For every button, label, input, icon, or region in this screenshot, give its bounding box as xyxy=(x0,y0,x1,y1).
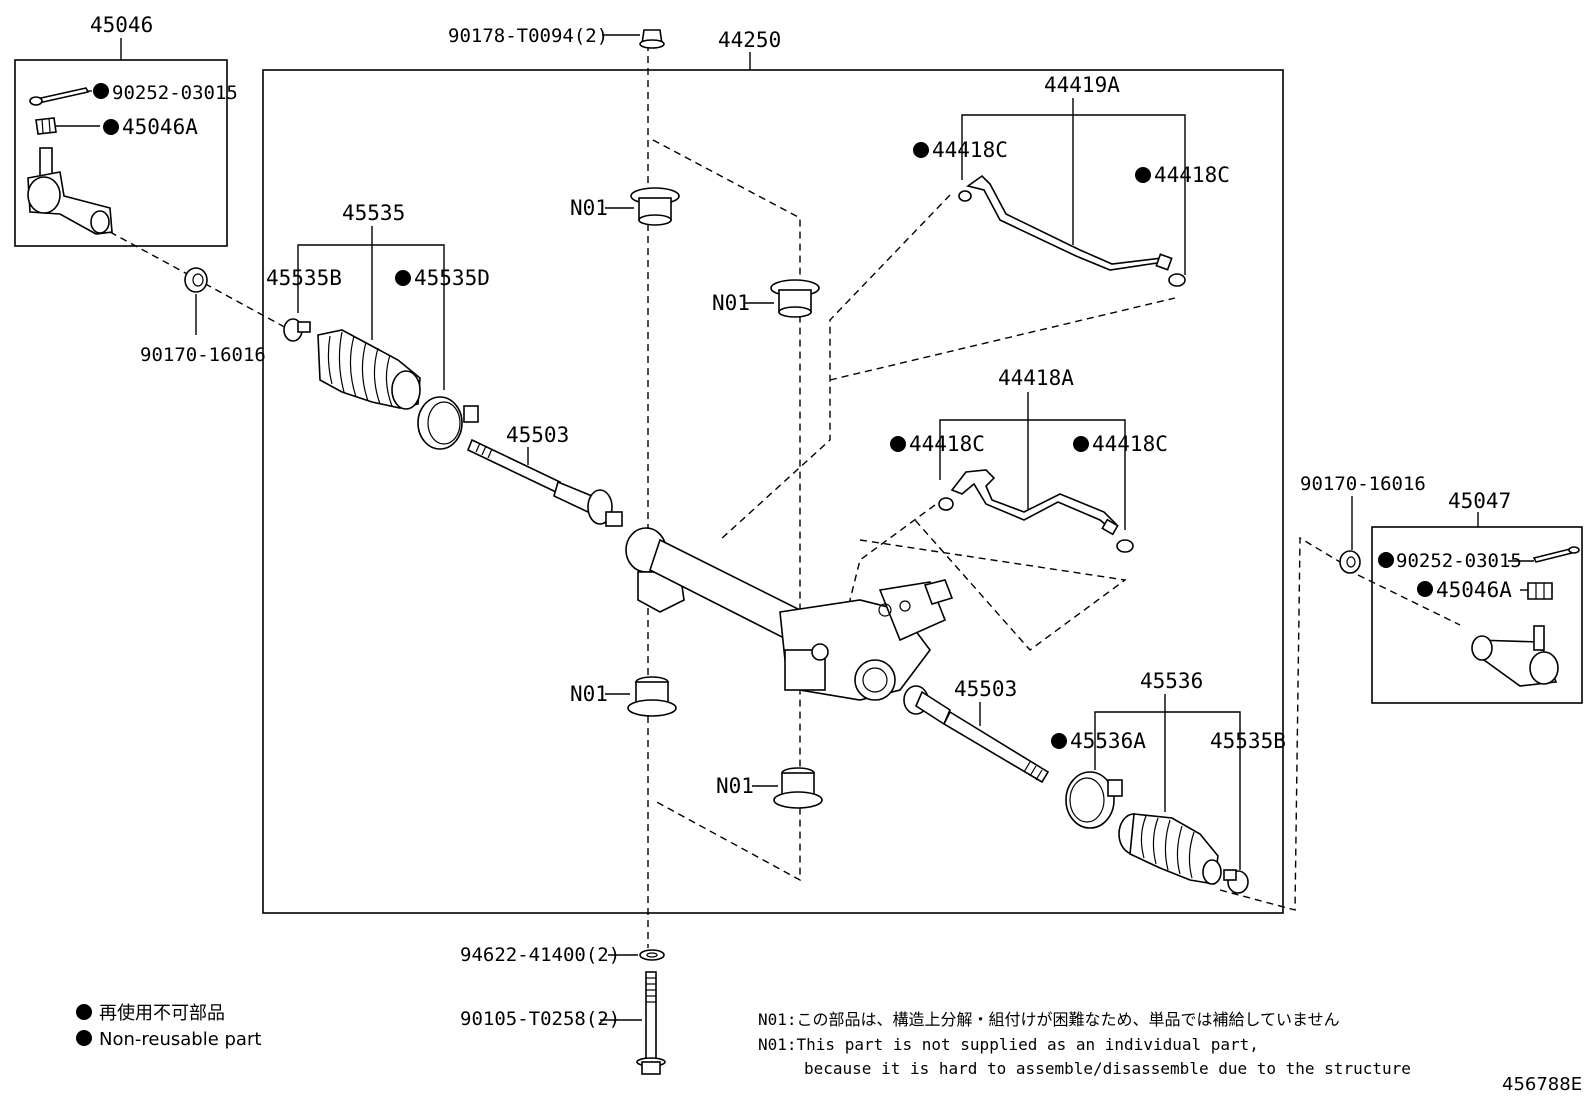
note-line-2: N01:This part is not supplied as an indi… xyxy=(758,1035,1259,1054)
castle-nut-icon xyxy=(35,117,57,135)
gear-assembly-frame xyxy=(262,69,1284,914)
boot-left-icon xyxy=(317,329,421,410)
label-lock-nut-r: 90170-16016 xyxy=(1300,473,1426,495)
label-cotter-pin-r: 90252-03015 xyxy=(1396,550,1522,572)
label-tube-b: 44418A xyxy=(998,366,1074,390)
bushing-icon-3 xyxy=(627,676,677,717)
castle-nut-right-icon xyxy=(1527,582,1553,600)
label-boot-l: 45535 xyxy=(342,201,405,225)
label-tie-rod-end-r: 45047 xyxy=(1448,489,1511,513)
hydraulic-tube-b-icon xyxy=(938,469,1134,553)
cotter-pin-icon xyxy=(29,87,90,106)
label-oring-4: 44418C xyxy=(1092,432,1168,456)
bushing-icon-4 xyxy=(773,767,823,809)
lock-nut-left-icon xyxy=(184,267,208,293)
label-bushing-4: N01 xyxy=(716,774,754,798)
label-nut-l: 45046A xyxy=(122,115,198,139)
label-long-bolt: 90105-T0258(2) xyxy=(460,1008,620,1030)
label-washer: 94622-41400(2) xyxy=(460,944,620,966)
cotter-pin-right-icon xyxy=(1532,546,1580,563)
label-tie-rod-end-l: 45046 xyxy=(90,13,153,37)
right-tie-rod-box xyxy=(1371,526,1583,704)
rack-end-right-icon xyxy=(903,685,1050,784)
tie-rod-end-left-icon xyxy=(27,147,113,235)
label-tube-a: 44419A xyxy=(1044,73,1120,97)
label-clip-r: 45536A xyxy=(1070,729,1146,753)
label-clamp-l: 45535B xyxy=(266,266,342,290)
label-bushing-3: N01 xyxy=(570,682,608,706)
legend-jp: 再使用不可部品 xyxy=(99,1003,225,1024)
label-oring-3: 44418C xyxy=(909,432,985,456)
clamp-left-icon xyxy=(283,318,311,342)
hydraulic-tube-a-icon xyxy=(958,174,1186,287)
label-clamp-r: 45535B xyxy=(1210,729,1286,753)
note-line-1: N01:この部品は、構造上分解・組付けが困難なため、単品では補給していません xyxy=(758,1010,1340,1029)
label-oring-1: 44418C xyxy=(932,138,1008,162)
long-bolt-icon xyxy=(636,971,666,1075)
label-boot-r: 45536 xyxy=(1140,669,1203,693)
label-cotter-pin-l: 90252-03015 xyxy=(112,82,238,104)
label-oring-2: 44418C xyxy=(1154,163,1230,187)
clip-left-icon xyxy=(417,396,479,450)
bushing-icon-2 xyxy=(770,279,820,318)
tie-rod-end-right-icon xyxy=(1471,625,1559,687)
label-rack-end-l: 45503 xyxy=(506,423,569,447)
boot-right-icon xyxy=(1118,813,1222,885)
label-bushing-1: N01 xyxy=(570,196,608,220)
label-bushing-2: N01 xyxy=(712,291,750,315)
steering-gear-housing-icon xyxy=(625,527,954,701)
illustration-id: 456788E xyxy=(1502,1074,1582,1095)
clamp-right-icon xyxy=(1223,869,1249,894)
clip-right-icon xyxy=(1065,771,1123,829)
label-lock-nut-l: 90170-16016 xyxy=(140,344,266,366)
label-top-bolt: 90178-T0094(2) xyxy=(448,25,608,47)
label-nut-r: 45046A xyxy=(1436,578,1512,602)
label-clip-l: 45535D xyxy=(414,266,490,290)
label-gear-assy: 44250 xyxy=(718,28,781,52)
rack-end-left-icon xyxy=(466,438,623,527)
washer-icon xyxy=(639,949,665,961)
label-rack-end-r: 45503 xyxy=(954,677,1017,701)
bushing-icon-1 xyxy=(630,187,680,226)
lock-nut-right-icon xyxy=(1339,550,1361,574)
note-line-3: because it is hard to assemble/disassemb… xyxy=(804,1059,1411,1078)
legend-en: Non-reusable part xyxy=(99,1029,261,1050)
flange-bolt-top-icon xyxy=(639,29,665,49)
